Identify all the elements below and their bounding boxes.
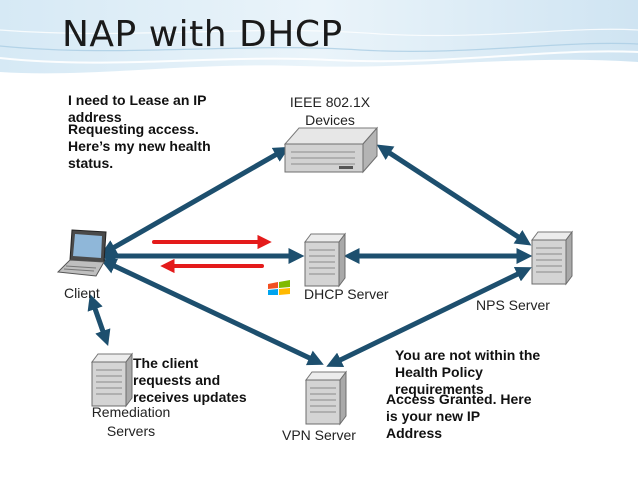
client-updates-line3: receives updates: [133, 389, 247, 405]
page-title: NAP with DHCP: [62, 14, 343, 55]
lease-callout-line1: I need to Lease an IP: [68, 92, 207, 108]
laptop-icon: [56, 229, 107, 277]
client-updates-callout: The client requests and receives updates: [133, 355, 247, 406]
server-rack-icon: [283, 126, 379, 174]
not-within-line1: You are not within the: [395, 347, 541, 363]
lease-callout: I need to Lease an IP address: [68, 92, 207, 126]
lease-callout-line2: address: [68, 109, 122, 125]
server-tower-icon: [91, 352, 133, 408]
client-updates-line1: The client: [133, 355, 199, 371]
request-callout-line3: status.: [68, 155, 114, 171]
client-updates-line2: requests and: [133, 372, 221, 388]
server-tower-icon: [531, 230, 573, 286]
remediation-label-line2: Servers: [106, 423, 156, 439]
connector-nps-vpn: [326, 266, 532, 368]
ieee-label: IEEE 802.1X Devices: [270, 94, 390, 129]
server-tower-icon: [304, 232, 346, 288]
windows-logo-icon: [268, 280, 290, 295]
access-granted-callout: Access Granted. Here is your new IP Addr…: [386, 391, 532, 442]
connector-client-ieee: [100, 146, 290, 256]
access-granted-line1: Access Granted. Here: [386, 391, 532, 407]
request-callout: Requesting access. Here’s my new health …: [68, 121, 211, 172]
remediation-label-line1: Remediation: [91, 404, 171, 420]
connector-client-remediation: [87, 293, 111, 347]
not-within-policy-callout: You are not within the Health Policy req…: [395, 347, 540, 398]
title-band: [0, 0, 638, 74]
access-granted-line2: is your new IP: [386, 408, 481, 424]
server-tower-icon: [305, 370, 347, 426]
request-callout-line1: Requesting access.: [68, 121, 199, 137]
access-granted-line3: Address: [386, 425, 443, 441]
not-within-line2: Health Policy: [395, 364, 483, 380]
connector-ieee-nps: [376, 144, 532, 246]
ieee-label-line2: Devices: [305, 112, 355, 128]
remediation-servers-label: Remediation Servers: [76, 404, 186, 440]
dhcp-server-label: DHCP Server: [304, 286, 389, 302]
not-within-line3: requirements: [395, 381, 484, 397]
nps-server-label: NPS Server: [476, 297, 550, 313]
request-callout-line2: Here’s my new health: [68, 138, 211, 154]
ieee-label-line1: IEEE 802.1X: [289, 94, 371, 110]
client-label: Client: [64, 285, 100, 301]
connector-client-vpn: [100, 258, 324, 366]
vpn-server-label: VPN Server: [282, 427, 356, 443]
